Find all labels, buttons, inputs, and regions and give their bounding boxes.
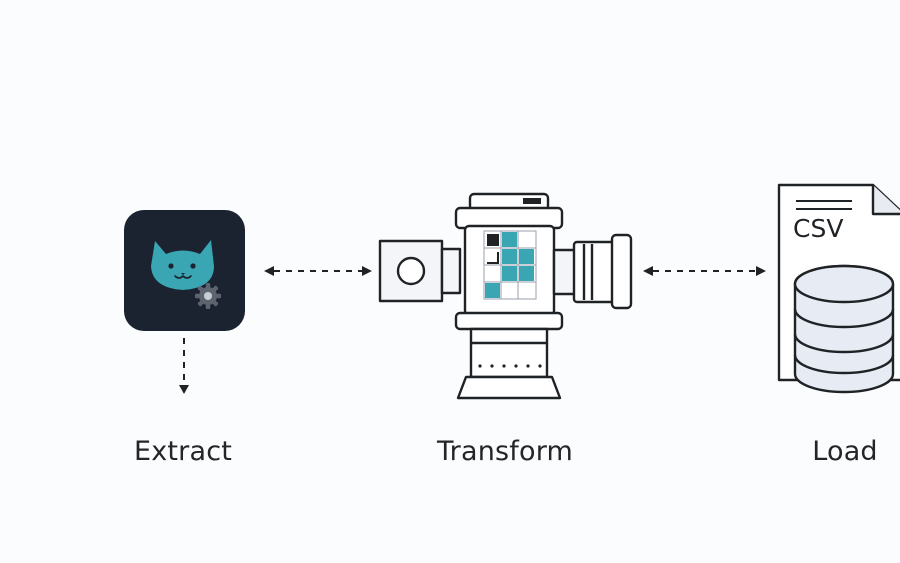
csv-database-icon: CSV — [777, 183, 900, 394]
stage-label-transform: Transform — [436, 436, 574, 467]
extract-down-arrow — [179, 338, 189, 394]
arrow-transform-load — [643, 266, 766, 276]
stage-label-load: Load — [812, 436, 878, 467]
arrow-extract-transform — [264, 266, 372, 276]
transform-machine-icon — [378, 192, 633, 400]
transform-grid-icon — [483, 230, 537, 300]
database-icon — [793, 264, 895, 394]
cat-app-icon — [124, 210, 245, 331]
stage-label-extract: Extract — [133, 436, 233, 467]
gear-icon — [195, 283, 221, 309]
csv-file-label: CSV — [793, 214, 843, 243]
transform-indicator-dots — [478, 364, 542, 368]
cat-head-icon — [151, 240, 214, 290]
